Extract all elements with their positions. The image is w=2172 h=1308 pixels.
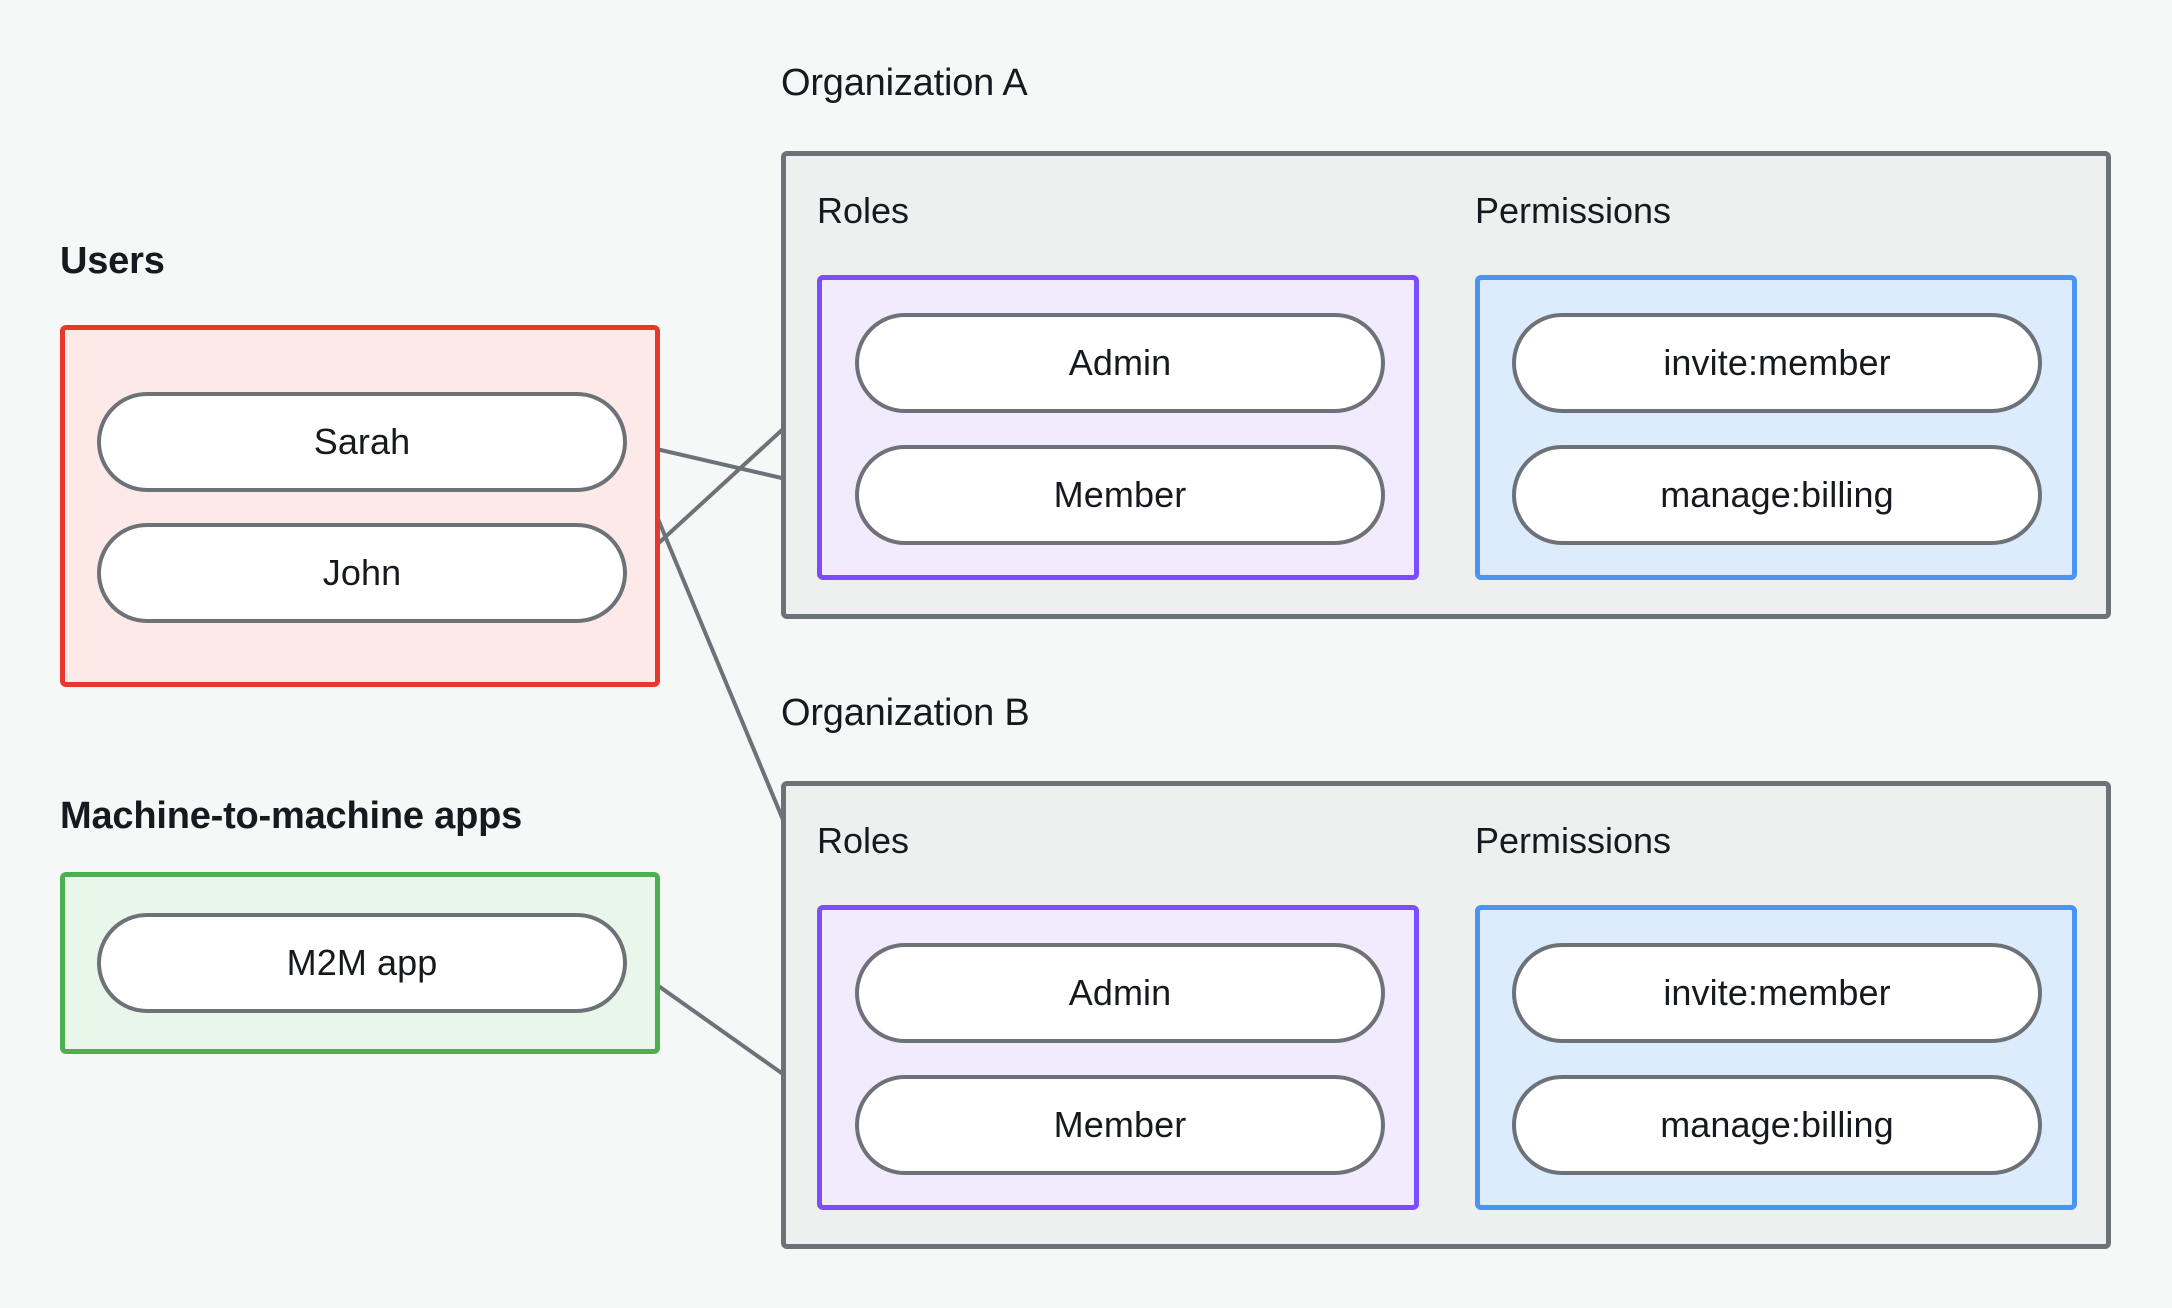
- users-heading: Users: [60, 240, 165, 282]
- org-b-roles-label: Roles: [817, 820, 910, 861]
- org-a-heading: Organization A: [781, 62, 1028, 104]
- user-node-john[interactable]: John: [97, 523, 627, 623]
- org-b-role-member[interactable]: Member: [855, 1075, 1385, 1175]
- org-b-heading: Organization B: [781, 692, 1030, 734]
- org-a-roles-label: Roles: [817, 190, 910, 231]
- m2m-node-app[interactable]: M2M app: [97, 913, 627, 1013]
- org-a-permissions-label: Permissions: [1475, 190, 1672, 231]
- org-b-role-admin[interactable]: Admin: [855, 943, 1385, 1043]
- user-node-sarah[interactable]: Sarah: [97, 392, 627, 492]
- org-a-permission-invite-member[interactable]: invite:member: [1512, 313, 2042, 413]
- users-group-box: [60, 325, 660, 687]
- org-b-permission-invite-member[interactable]: invite:member: [1512, 943, 2042, 1043]
- org-a-role-member[interactable]: Member: [855, 445, 1385, 545]
- org-a-role-admin[interactable]: Admin: [855, 313, 1385, 413]
- org-a-permission-manage-billing[interactable]: manage:billing: [1512, 445, 2042, 545]
- org-b-permissions-label: Permissions: [1475, 820, 1672, 861]
- m2m-heading: Machine-to-machine apps: [60, 795, 523, 837]
- org-b-permission-manage-billing[interactable]: manage:billing: [1512, 1075, 2042, 1175]
